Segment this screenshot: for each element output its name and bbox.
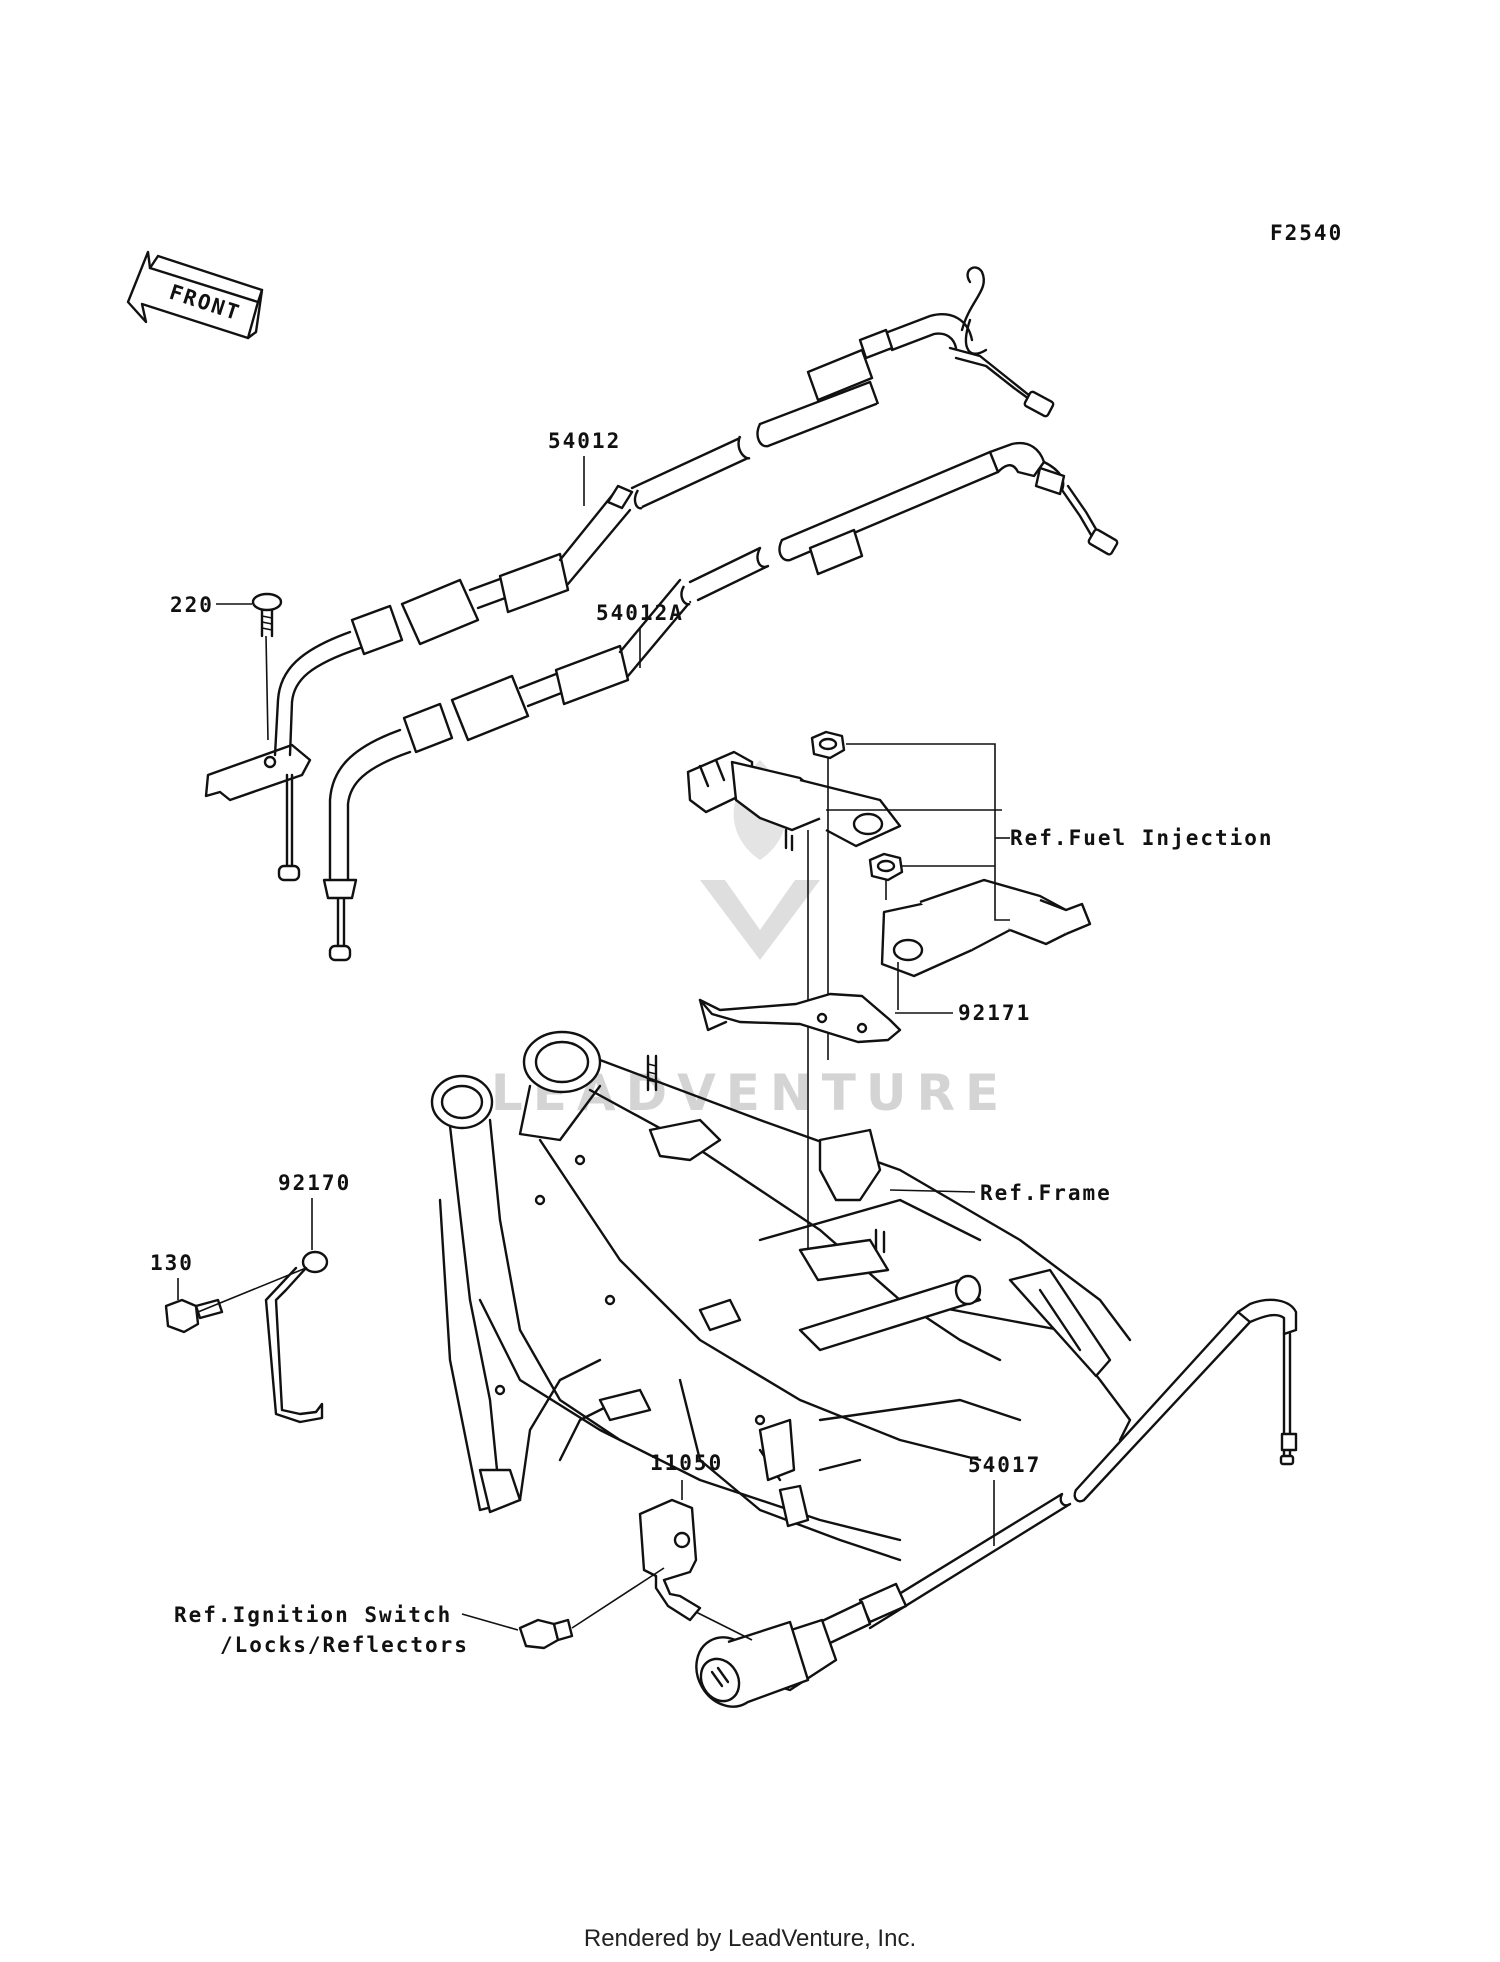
label-11050: 11050 bbox=[650, 1451, 723, 1475]
label-54012: 54012 bbox=[548, 429, 621, 453]
diagram-code: F2540 bbox=[1270, 221, 1343, 245]
leader-ref-ignition bbox=[461, 1613, 519, 1631]
hex-nut-lower bbox=[868, 852, 904, 882]
footer-credit: Rendered by LeadVenture, Inc. bbox=[583, 1925, 917, 1952]
leader-ref-frame bbox=[889, 1189, 976, 1193]
label-92171: 92171 bbox=[958, 1001, 1031, 1025]
throttle-cable-54012 bbox=[204, 266, 1055, 882]
frame bbox=[430, 1030, 1132, 1562]
throttle-cable-54012a bbox=[322, 441, 1119, 962]
label-220: 220 bbox=[170, 593, 214, 617]
fuel-injection-sensor-upper bbox=[686, 750, 902, 852]
label-ref-fuel-injection: Ref.Fuel Injection bbox=[1010, 826, 1274, 850]
label-130: 130 bbox=[150, 1251, 194, 1275]
hex-nut-upper bbox=[810, 730, 846, 760]
bolt-130 bbox=[164, 1267, 307, 1334]
watermark-logo-icon bbox=[700, 880, 820, 960]
label-ref-frame: Ref.Frame bbox=[980, 1181, 1112, 1205]
clamp-92170 bbox=[264, 1250, 329, 1424]
label-92170: 92170 bbox=[278, 1171, 351, 1195]
label-ref-ignition-line2: /Locks/Reflectors bbox=[220, 1633, 469, 1657]
label-54012a: 54012A bbox=[596, 601, 684, 625]
choke-cable-54017 bbox=[695, 1298, 1298, 1708]
bracket-92171 bbox=[698, 992, 902, 1044]
front-arrow-icon: FRONT bbox=[126, 250, 264, 340]
screw-220 bbox=[251, 592, 283, 741]
screw-ignition-ref bbox=[518, 1567, 665, 1650]
fuel-injection-sensor-lower bbox=[880, 878, 1092, 978]
label-ref-ignition-line1: Ref.Ignition Switch bbox=[174, 1603, 452, 1627]
bracket-11050 bbox=[638, 1498, 753, 1641]
label-54017: 54017 bbox=[968, 1453, 1041, 1477]
